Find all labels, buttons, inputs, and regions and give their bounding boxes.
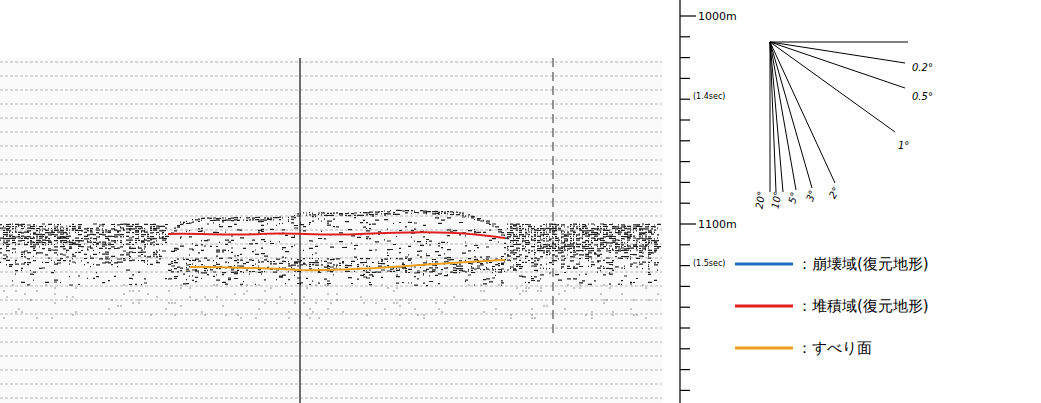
scale-tick xyxy=(680,57,690,58)
record-gridline xyxy=(0,188,662,189)
record-gridline xyxy=(0,370,662,371)
scale-label: (1.4sec) xyxy=(693,93,725,101)
legend-line-orange xyxy=(735,347,793,350)
scale-tick xyxy=(680,78,690,79)
record-gridline xyxy=(0,300,662,301)
record-ground xyxy=(0,58,662,403)
record-gridline xyxy=(0,174,662,175)
slope-angle-label: 2° xyxy=(828,186,842,201)
legend-line-blue xyxy=(735,263,793,266)
record-gridline xyxy=(0,314,662,315)
scale-label: 1000m xyxy=(698,11,737,22)
record-gridline xyxy=(0,118,662,119)
depth-scale xyxy=(680,0,696,403)
scale-tick xyxy=(680,119,690,120)
slope-angle-label: 5° xyxy=(787,191,800,205)
record-gridline xyxy=(0,286,662,287)
record-gridline xyxy=(0,76,662,77)
deposit-restored-line xyxy=(168,232,505,238)
scale-tick xyxy=(680,265,690,266)
scale-tick xyxy=(680,99,690,100)
scale-tick xyxy=(680,15,696,16)
slope-angle-label: 20° xyxy=(755,191,767,210)
record-gridline xyxy=(0,384,662,385)
record-gridline xyxy=(0,104,662,105)
scale-tick xyxy=(680,203,690,204)
scale-tick xyxy=(680,348,690,349)
record-gridline xyxy=(0,62,662,63)
record-gridline xyxy=(0,356,662,357)
slope-angle-label: 3° xyxy=(805,189,818,203)
fix-mark-line xyxy=(299,58,300,403)
legend-text: ：堆積域(復元地形) xyxy=(797,299,929,314)
scale-tick xyxy=(680,36,690,37)
record-gridline xyxy=(0,244,662,245)
slip-surface-line xyxy=(190,260,505,270)
legend-text: ：崩壊域(復元地形) xyxy=(797,257,929,272)
scale-tick xyxy=(680,307,690,308)
scale-tick xyxy=(680,390,690,391)
slope-angle-label: 0.5° xyxy=(912,92,933,102)
record-gridline xyxy=(0,398,662,399)
legend-line-red xyxy=(735,305,793,308)
record-gridlines xyxy=(0,62,662,398)
record-gridline xyxy=(0,146,662,147)
scale-tick xyxy=(680,369,690,370)
seismic-reflections xyxy=(0,210,661,285)
record-gridline xyxy=(0,132,662,133)
scale-label: (1.5sec) xyxy=(693,260,725,268)
slope-angle-label: 0.2° xyxy=(912,63,933,73)
record-gridline xyxy=(0,202,662,203)
faint-reflections xyxy=(3,285,659,318)
scale-tick xyxy=(680,223,696,224)
record-gridline xyxy=(0,160,662,161)
scale-tick xyxy=(680,182,690,183)
record-gridline xyxy=(0,342,662,343)
slope-angle-label: 1° xyxy=(898,141,909,151)
record-gridline xyxy=(0,90,662,91)
legend-text: ：すべり面 xyxy=(797,341,872,356)
scale-tick xyxy=(680,161,690,162)
slope-angle-label: 10° xyxy=(770,190,783,209)
scale-tick xyxy=(680,327,690,328)
slope-fan xyxy=(770,42,908,192)
scale-label: 1100m xyxy=(698,219,737,230)
record-gridline xyxy=(0,328,662,329)
scale-tick xyxy=(680,286,690,287)
fix-mark-dashed xyxy=(553,58,554,335)
scale-tick xyxy=(680,244,690,245)
scale-tick xyxy=(680,140,690,141)
